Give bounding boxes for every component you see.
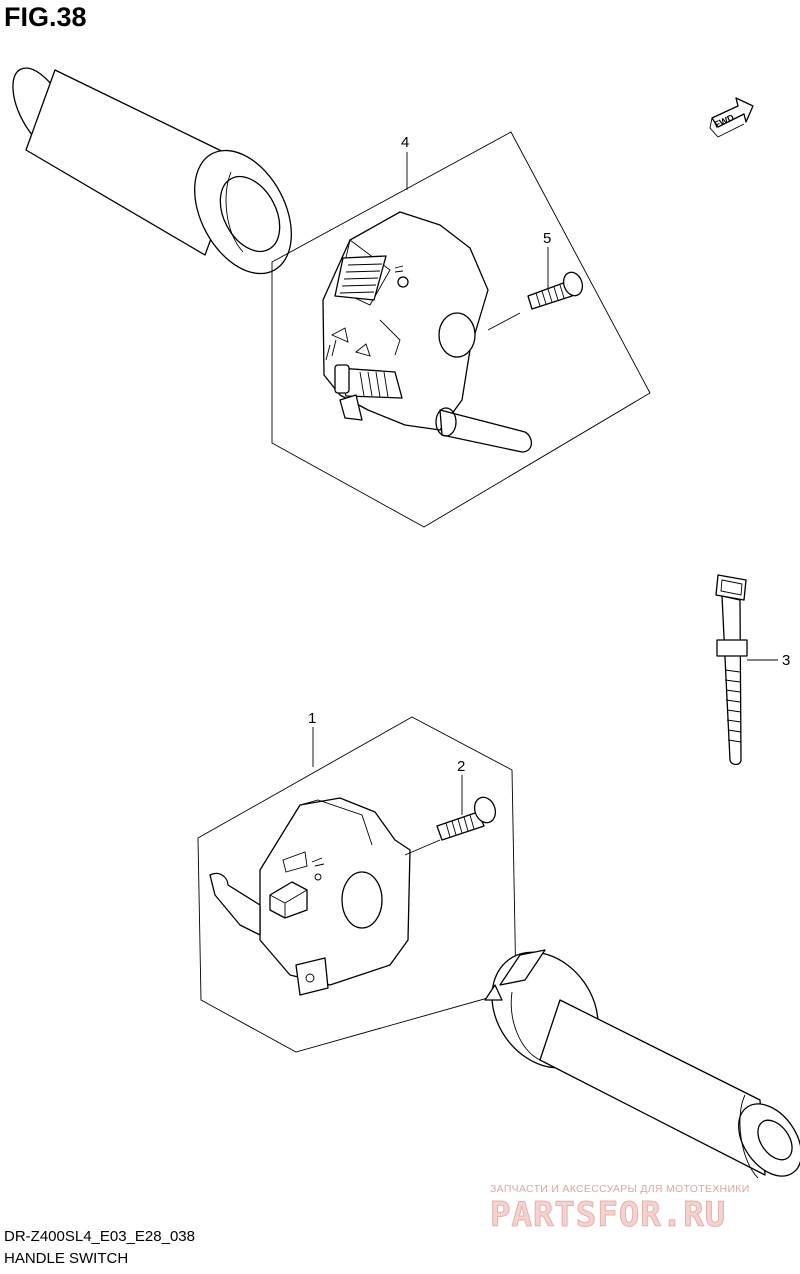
part-5-screw: 5 — [487, 230, 584, 331]
fwd-arrow-icon: FWD — [709, 97, 754, 138]
part-number-4: 4 — [401, 134, 409, 151]
section-name: HANDLE SWITCH — [4, 1250, 129, 1267]
fwd-label: FWD — [713, 112, 736, 130]
watermark: ЗАПЧАСТИ И АКСЕССУАРЫ ДЛЯ МОТОТЕХНИКИ PA… — [490, 1183, 750, 1236]
figure-title: FIG.38 — [4, 2, 87, 32]
part-number-3: 3 — [782, 652, 790, 669]
model-code: DR-Z400SL4_E03_E28_038 — [4, 1228, 195, 1245]
part-2-screw: 2 — [436, 758, 497, 841]
watermark-tagline: ЗАПЧАСТИ И АКСЕССУАРЫ ДЛЯ МОТОТЕХНИКИ — [490, 1183, 750, 1195]
part-number-2: 2 — [457, 758, 465, 775]
part-number-1: 1 — [308, 710, 316, 727]
watermark-brand: PARTSFOR.RU — [490, 1195, 726, 1235]
throttle-grip-drawing — [484, 949, 800, 1179]
part-3-cable-tie: 3 — [715, 574, 790, 766]
part-number-5: 5 — [543, 230, 551, 247]
part-1-group: 1 — [197, 710, 517, 1053]
part-4-group: 4 — [271, 131, 651, 528]
left-grip-drawing — [12, 67, 292, 275]
